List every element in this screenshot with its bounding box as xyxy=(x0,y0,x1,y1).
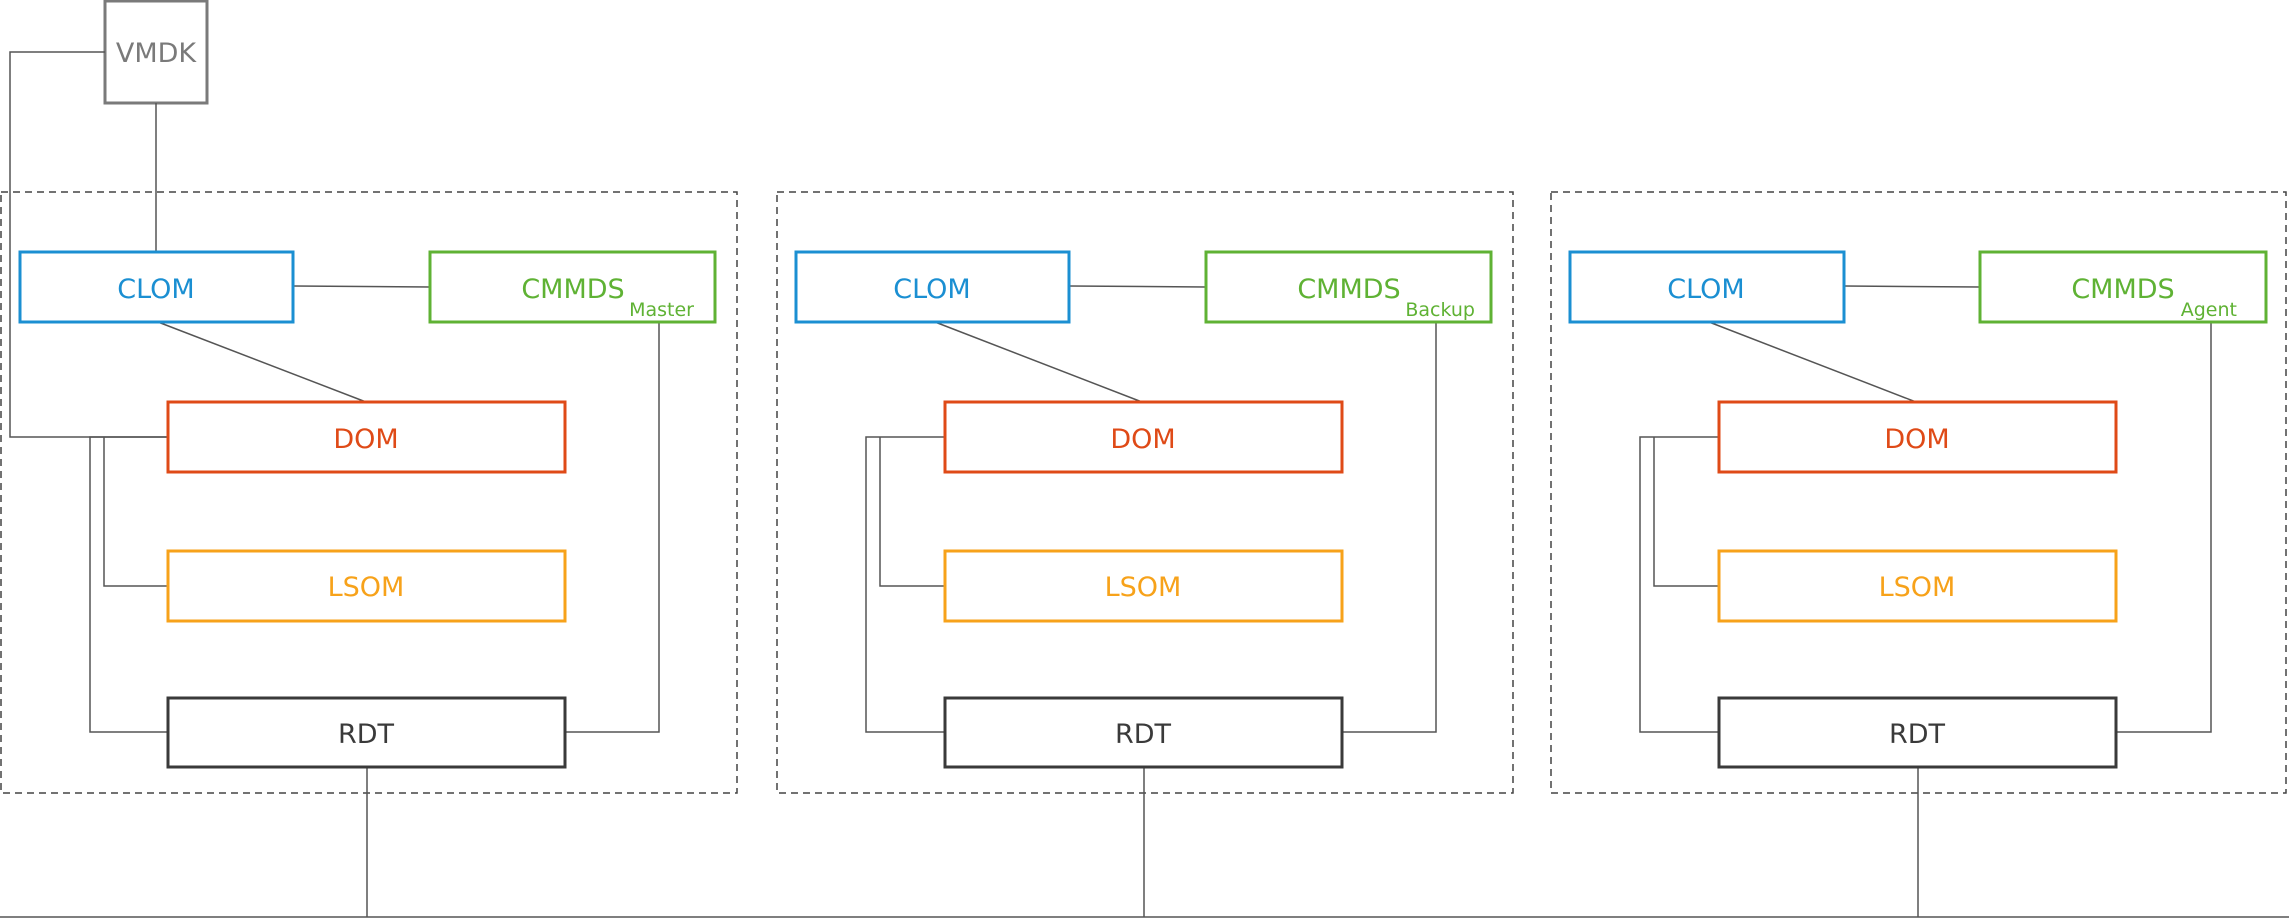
vmdk-connectors xyxy=(9,51,168,438)
host-2-boundary xyxy=(776,191,1514,794)
host-3-cmmds-rdt-line xyxy=(2116,322,2212,733)
host-1-cmmds-label: CMMDS xyxy=(521,274,624,305)
host-1-rdt-label: RDT xyxy=(338,719,395,750)
host-2-clom-box xyxy=(794,250,1071,324)
host-3-lsom-box xyxy=(1717,549,2118,623)
host-2-connectors xyxy=(865,285,1437,917)
host-2: CLOM CMMDS Backup DOM LSOM RDT xyxy=(776,191,1514,917)
host-1-clom-label: CLOM xyxy=(117,274,194,305)
host-2-cmmds-box xyxy=(1204,250,1493,324)
host-2-cmmds-rdt-line xyxy=(1342,322,1437,733)
host-2-dom-rdt-line xyxy=(865,436,945,733)
host-3-dom-lsom-line xyxy=(1653,437,1719,587)
host-2-rdt-box xyxy=(943,696,1344,769)
host-3-lsom-label: LSOM xyxy=(1879,572,1956,603)
host-2-dom-label: DOM xyxy=(1110,424,1175,455)
host-3-cmmds-box xyxy=(1978,250,2268,324)
host-1-cmmds-box xyxy=(428,250,717,324)
host-1-dom-label: DOM xyxy=(333,424,398,455)
host-1-dom-lsom-line xyxy=(103,437,168,587)
host-1-dom-rdt-line xyxy=(89,436,168,733)
host-1-clom-dom-line xyxy=(157,321,367,403)
host-1-connectors xyxy=(89,285,660,917)
host-3-cmmds-role: Agent xyxy=(2181,299,2237,321)
host-3-clom-dom-line xyxy=(1708,321,1917,403)
host-2-cmmds-label: CMMDS xyxy=(1297,274,1400,305)
host-3-clom-cmmds-line xyxy=(1843,285,1981,288)
host-3-dom-label: DOM xyxy=(1884,424,1949,455)
host-1-lsom-label: LSOM xyxy=(328,572,405,603)
host-3-clom-box xyxy=(1568,250,1846,324)
host-2-rdt-label: RDT xyxy=(1115,719,1172,750)
vmdk-label: VMDK xyxy=(116,38,198,69)
host-2-clom-label: CLOM xyxy=(893,274,970,305)
host-1: CLOM CMMDS Master DOM LSOM RDT xyxy=(0,191,738,917)
host-3-connectors xyxy=(1639,285,2212,917)
host-3-rdt-box xyxy=(1717,696,2118,769)
vmdk-to-dom-line xyxy=(9,51,168,438)
host-3-dom-rdt-line xyxy=(1639,436,1719,733)
host-3-clom-label: CLOM xyxy=(1667,274,1744,305)
host-3-cmmds-label: CMMDS xyxy=(2071,274,2174,305)
host-2-clom-dom-line xyxy=(934,321,1143,403)
host-2-lsom-label: LSOM xyxy=(1105,572,1182,603)
host-1-dom-box xyxy=(166,400,567,474)
host-1-boundary xyxy=(0,191,738,794)
host-2-dom-lsom-line xyxy=(879,437,945,587)
host-1-clom-box xyxy=(18,250,295,324)
host-1-rdt-box xyxy=(166,696,567,769)
host-1-cmmds-role: Master xyxy=(629,299,694,321)
host-1-lsom-box xyxy=(166,549,567,623)
host-2-lsom-box xyxy=(943,549,1344,623)
host-3-dom-box xyxy=(1717,400,2118,474)
host-2-clom-cmmds-line xyxy=(1068,285,1207,288)
host-1-cmmds-rdt-line xyxy=(566,322,660,733)
host-3-boundary xyxy=(1550,191,2287,794)
host-3-rdt-label: RDT xyxy=(1889,719,1946,750)
vmdk-node: VMDK xyxy=(103,0,209,105)
host-1-clom-cmmds-line xyxy=(292,285,431,288)
host-2-dom-box xyxy=(943,400,1344,474)
host-2-cmmds-role: Backup xyxy=(1405,299,1475,321)
host-3: CLOM CMMDS Agent DOM LSOM RDT xyxy=(1550,191,2287,917)
